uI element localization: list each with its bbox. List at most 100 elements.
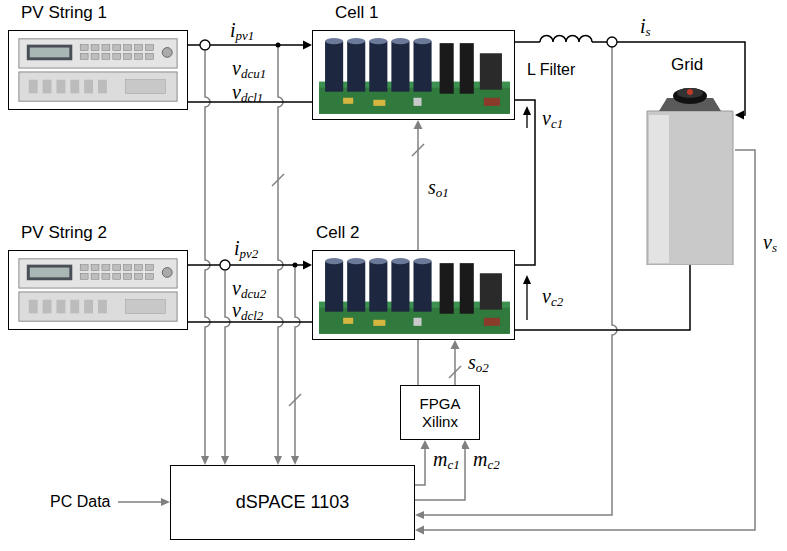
power-supply-picture-part — [19, 39, 177, 68]
signal-name: vc1 — [542, 106, 563, 132]
circuit-board-picture-part — [484, 98, 500, 106]
power-supply-picture-part — [98, 300, 107, 314]
circuit-board-picture-part — [347, 41, 365, 92]
circuit-board-picture-part — [414, 98, 422, 106]
power-supply-picture-part — [80, 273, 88, 279]
circuit-board-picture — [313, 31, 514, 119]
arrowhead — [451, 340, 460, 349]
circuit-board-picture-part — [414, 38, 432, 44]
power-supply-picture-part — [124, 265, 132, 271]
node-heading: PV String 2 — [21, 223, 107, 243]
box-label: FPGA Xilinx — [407, 395, 473, 431]
power-supply-picture-part — [98, 80, 107, 94]
inductor-and-probes-part — [200, 40, 210, 50]
arrowhead — [303, 261, 312, 270]
power-supply-picture-part — [19, 259, 177, 288]
signal-name: ipv1 — [228, 18, 256, 44]
signal-name: is — [638, 14, 653, 40]
circuit-board-picture-part — [460, 263, 474, 314]
circuit-board-picture-part — [484, 318, 500, 326]
inductor-and-probes-part — [220, 260, 230, 270]
inductor-and-probes-part — [540, 36, 592, 42]
connector-line — [515, 265, 690, 330]
node-heading: PV String 1 — [21, 3, 107, 23]
circuit-board-picture-part — [325, 261, 343, 312]
power-supply-picture-part — [30, 268, 70, 278]
part-name: PC Data — [50, 492, 110, 511]
power-supply-picture-part — [135, 273, 143, 279]
circuit-board-picture-part — [325, 38, 343, 44]
node-heading: Cell 1 — [335, 3, 378, 23]
circuit-board-picture-part — [343, 98, 353, 104]
connector — [415, 440, 430, 485]
circuit-board-picture-part — [480, 273, 502, 309]
power-supply-picture-part — [27, 45, 72, 61]
power-supply-picture-part — [29, 300, 38, 314]
power-supply-picture-part — [135, 53, 143, 59]
circuit-board-picture-part — [347, 258, 365, 264]
power-supply-picture-part — [56, 300, 65, 314]
power-supply-picture-part — [113, 273, 121, 279]
circuit-board-picture-part — [391, 258, 409, 264]
power-supply-picture-part — [126, 80, 166, 94]
signal-wiring-part-part — [278, 45, 283, 456]
circuit-board-picture-part — [414, 261, 432, 312]
signal-name: so1 — [426, 175, 451, 201]
arrowhead — [461, 440, 470, 449]
circuit-board-picture-part — [440, 43, 454, 94]
signal-name: vdcl2 — [232, 298, 263, 324]
signal-name: vs — [761, 230, 779, 256]
arrowhead — [303, 41, 312, 50]
grid-simulator-picture-part — [649, 115, 669, 263]
grid-simulator-picture-part — [647, 111, 733, 265]
power-supply-picture-part — [43, 80, 52, 94]
connector-line — [515, 42, 745, 115]
connector-line — [415, 448, 465, 500]
node-heading: Cell 2 — [316, 223, 359, 243]
power-supply-picture-part — [30, 48, 70, 58]
signal-wiring-part-part — [205, 51, 210, 456]
grid-simulator-picture — [645, 85, 735, 265]
grid-source: Grid — [645, 85, 735, 265]
circuit-board-picture-part — [414, 318, 422, 326]
signal-name: vdcl1 — [232, 80, 263, 106]
circuit-board-picture-part — [369, 38, 387, 44]
circuit-board-picture-part — [391, 41, 409, 92]
power-supply-picture-part — [113, 45, 121, 51]
fpga-box: FPGA Xilinx — [400, 385, 480, 440]
signal-name: vdcu1 — [232, 56, 266, 82]
arrowhead — [735, 111, 744, 120]
connector — [451, 340, 460, 385]
inductor-and-probes-part — [293, 263, 298, 268]
power-supply-picture-part — [102, 265, 110, 271]
arrowhead — [415, 526, 424, 535]
signal-name: so2 — [466, 350, 491, 376]
power-supply-picture-part — [29, 80, 38, 94]
signal-wiring-part-part — [274, 456, 282, 465]
inductor-and-probes-part — [276, 43, 281, 48]
power-supply-picture-part — [113, 53, 121, 59]
power-supply-picture-part — [145, 265, 153, 271]
signal-wiring-part — [523, 106, 531, 284]
power-supply-picture-part — [56, 80, 65, 94]
grid-simulator-picture-part — [687, 89, 693, 95]
power-supply-picture-part — [43, 300, 52, 314]
power-supply-picture-part — [84, 300, 93, 314]
signal-wiring-part-part — [221, 456, 229, 465]
power-supply-picture-part — [91, 45, 99, 51]
power-supply-picture-part — [135, 265, 143, 271]
signal-wiring-part-part — [272, 174, 284, 186]
converter-cell: Cell 1 — [312, 30, 515, 120]
power-supply-picture-part — [102, 53, 110, 59]
grid-simulator-picture-part — [677, 88, 703, 98]
power-supply-picture-part — [19, 72, 177, 101]
circuit-board-picture-part — [325, 258, 343, 264]
power-supply-picture-part — [70, 300, 79, 314]
power-supply-picture — [9, 31, 187, 109]
pv-source: PV String 2 — [8, 250, 188, 330]
circuit-board-picture-part — [373, 320, 385, 326]
power-supply-picture-part — [19, 292, 177, 321]
node-heading: Grid — [671, 55, 703, 75]
